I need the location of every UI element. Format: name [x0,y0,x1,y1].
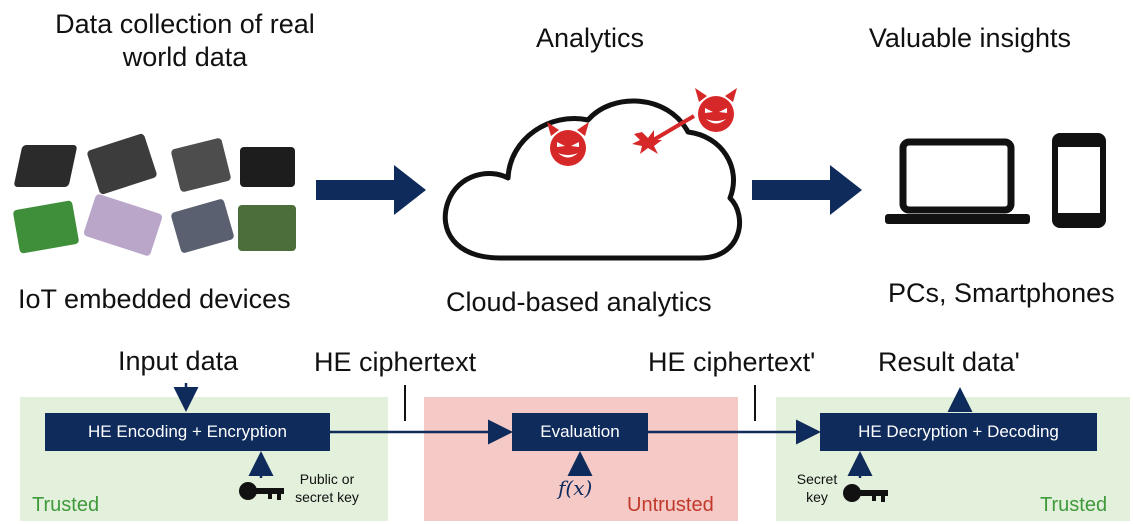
insights-title: Valuable insights [868,23,1072,53]
iot-devices-image [10,132,310,257]
public-key-label: Public or secret key [295,471,359,505]
ciphertext2-label: HE ciphertext' [648,347,816,377]
trusted-left-label: Trusted [32,494,100,516]
cloud-icon [442,98,743,261]
ciphertext2-pointer [754,385,756,421]
attack-burst-icon [632,114,696,154]
laptop-icon [885,138,1030,224]
ciphertext-pointer [404,385,406,421]
key-icon [239,482,284,500]
untrusted-label: Untrusted [627,494,714,516]
result-data-label: Result data' [878,347,1020,377]
encode-box: HE Encoding + Encryption [45,413,330,451]
input-data-label: Input data [118,346,239,376]
collection-title: Data collection of real world data [55,9,315,72]
smartphone-icon [1052,133,1106,228]
devil-icon [547,122,589,166]
device-board [240,147,295,187]
arrow-right-icon [316,165,426,215]
pcs-label: PCs, Smartphones [888,278,1115,308]
key-icon [843,484,888,502]
cloud-label: Cloud-based analytics [446,287,712,317]
ciphertext-label: HE ciphertext [314,347,477,377]
decode-box: HE Decryption + Decoding [820,413,1097,451]
function-label: f(x) [558,476,593,500]
devil-icon [695,88,737,132]
trusted-right-label: Trusted [1040,494,1108,516]
iot-label: IoT embedded devices [18,284,291,314]
secret-key-label: Secret key [796,471,838,505]
evaluation-box: Evaluation [512,413,648,451]
device-board [238,205,296,251]
analytics-title: Analytics [535,23,645,53]
arrow-right-icon [752,165,862,215]
